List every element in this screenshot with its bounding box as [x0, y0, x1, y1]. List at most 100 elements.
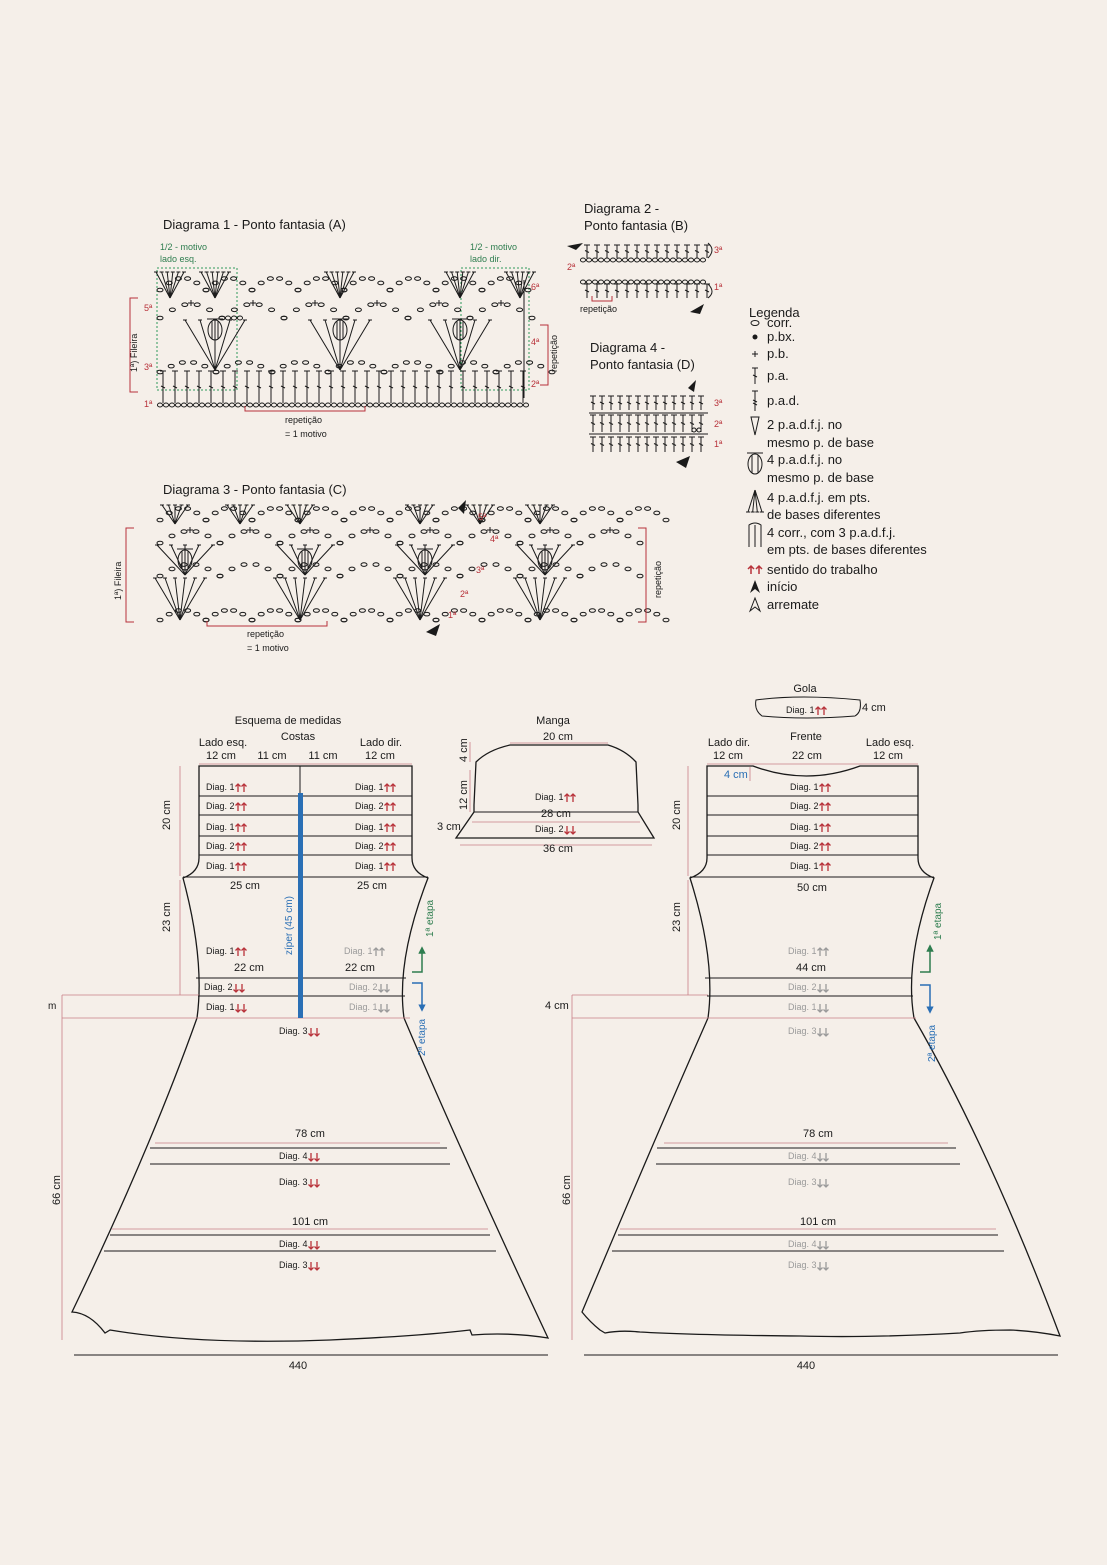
fan-stitch	[169, 271, 179, 299]
arc-chain	[174, 506, 182, 511]
arc-chain	[579, 611, 587, 617]
dc-bar	[484, 385, 490, 389]
arrow-down-icon	[817, 1241, 823, 1250]
arc-chain	[515, 280, 523, 286]
arc-chain	[432, 617, 440, 623]
front-schematic: Frente Lado dir. Lado esq. 12 cm 22 cm 1…	[545, 731, 1062, 1372]
dc-bar	[594, 250, 600, 253]
fan-stitch	[514, 577, 541, 621]
arc-chain	[368, 506, 376, 511]
dc-bar	[508, 385, 514, 389]
row-label: Diag. 1	[790, 861, 819, 871]
row-label-4: 4ª	[531, 337, 540, 347]
arrow-down-icon	[308, 1241, 314, 1250]
chain-stitch	[336, 402, 344, 408]
arc-chain	[300, 529, 308, 534]
chain-stitch	[420, 402, 428, 408]
arc-chain	[598, 506, 606, 511]
chain-stitch	[234, 402, 242, 408]
row-label-5: 5ª	[144, 303, 153, 313]
arrow-up-icon	[384, 823, 390, 832]
arc-chain	[190, 360, 198, 365]
arc-chain	[441, 302, 449, 307]
arc-chain	[528, 315, 536, 321]
row-label: Diag. 1	[349, 1002, 378, 1012]
d3-row-4: 4ª	[490, 534, 499, 544]
arc-chain	[240, 562, 248, 567]
arc-chain	[285, 611, 293, 617]
diagram-2-title-2: Ponto fantasia (B)	[584, 218, 688, 233]
row-label: Diag. 1	[788, 1002, 817, 1012]
arc-chain	[528, 533, 536, 539]
arc-chain	[294, 287, 302, 293]
sleeve-m3: 3 cm	[437, 821, 461, 833]
fan-stitch	[184, 544, 214, 576]
arrow-up-icon	[823, 947, 829, 956]
fan-stitch	[339, 271, 355, 299]
arrow-down-icon	[817, 1028, 823, 1037]
arc-chain	[290, 360, 298, 365]
arrow-down-icon	[314, 1262, 320, 1271]
fan-stitch	[286, 504, 301, 525]
chain-stitch	[294, 402, 302, 408]
chain-stitch	[621, 279, 629, 285]
arc-chain	[340, 617, 348, 623]
arc-chain	[349, 510, 357, 516]
back-m11b: 11 cm	[308, 750, 337, 762]
arc-chain	[561, 510, 569, 516]
arc-chain	[324, 533, 332, 539]
fan-stitch	[233, 504, 241, 525]
fan-stitch	[516, 544, 546, 576]
arrow-up-icon	[235, 842, 241, 851]
chain-stitch	[687, 279, 695, 285]
dc-bar	[653, 422, 659, 425]
front-bottom-cut: 440	[797, 1360, 815, 1372]
fan-stitch	[154, 577, 181, 621]
fan-stitch	[274, 577, 301, 621]
arc-chain	[380, 369, 388, 375]
arc-chain	[386, 287, 394, 293]
arc-chain	[481, 363, 489, 369]
arrow-up-icon	[819, 823, 825, 832]
front-m12b: 12 cm	[873, 750, 903, 762]
chain-stitch	[222, 402, 230, 408]
row-label: Diag. 4	[279, 1239, 308, 1249]
front-etapa-1-arrow	[920, 944, 934, 973]
fan-stitch	[419, 577, 436, 621]
arc-chain	[305, 302, 313, 307]
arrow-up-icon	[390, 823, 396, 832]
chain-stitch	[681, 279, 689, 285]
row-label: Diag. 1	[206, 782, 235, 792]
legend-item-text: corr.	[767, 315, 792, 330]
chain-stitch	[651, 279, 659, 285]
arc-chain	[288, 533, 296, 539]
legend-item-text: mesmo p. de base	[767, 435, 874, 450]
row-label: Diag. 1	[206, 861, 235, 871]
chain-stitch	[372, 402, 380, 408]
fan-stitch	[539, 577, 556, 621]
arc-chain	[276, 276, 284, 281]
chain-stitch	[342, 402, 350, 408]
d3-row-1: 1ª	[448, 610, 457, 620]
arc-chain	[279, 363, 287, 369]
dc-bar	[594, 289, 600, 293]
arc-chain	[653, 611, 661, 617]
arc-chain	[588, 566, 596, 572]
arc-chain	[450, 276, 458, 281]
arrow-down-icon	[314, 1241, 320, 1250]
arc-chain	[624, 566, 632, 572]
chain-icon	[750, 320, 760, 326]
d3-row-5: 5ª	[478, 512, 487, 522]
double-crochet-icon	[752, 367, 758, 384]
arc-chain	[336, 540, 344, 546]
legend-title: Legenda	[749, 305, 800, 320]
arc-chain	[469, 611, 477, 617]
turn-chain	[707, 242, 713, 259]
chain-stitch	[360, 402, 368, 408]
arc-chain	[340, 517, 348, 523]
arrow-up-icon	[241, 842, 247, 851]
arc-chain	[408, 533, 416, 539]
dc-bar	[268, 385, 274, 389]
arc-chain	[441, 280, 449, 286]
arrow-up-icon	[384, 802, 390, 811]
